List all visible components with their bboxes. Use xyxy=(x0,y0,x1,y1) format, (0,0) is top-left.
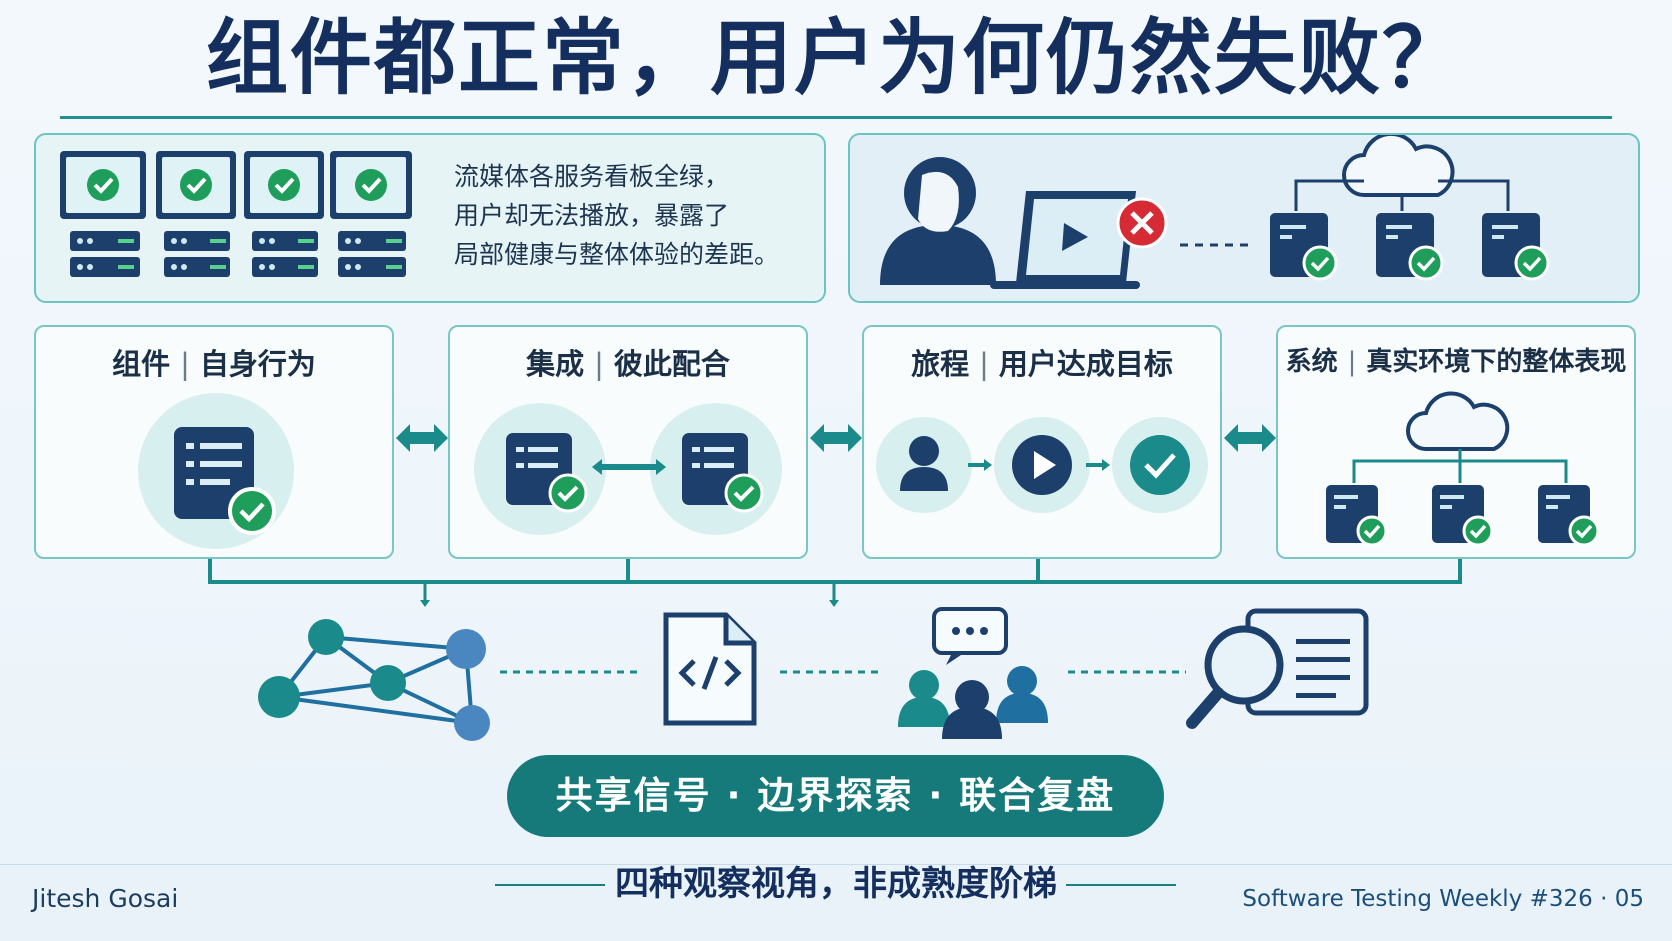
level-name: 集成 xyxy=(526,347,585,381)
server-check-icon xyxy=(1482,213,1550,281)
system-illustration xyxy=(1326,391,1600,547)
server-check-icon xyxy=(1376,213,1444,281)
user-icon xyxy=(900,436,948,491)
search-document-icon xyxy=(1186,608,1369,729)
intro-line: 用户却无法播放，暴露了 xyxy=(454,201,730,230)
document-check-icon xyxy=(174,427,276,535)
double-arrow-icon xyxy=(810,424,862,452)
network-graph-icon xyxy=(258,619,490,741)
level-desc: 用户达成目标 xyxy=(998,347,1173,381)
intro-line: 流媒体各服务看板全绿， xyxy=(454,162,730,191)
journey-illustration xyxy=(876,417,1208,513)
double-arrow-icon xyxy=(1224,424,1276,452)
monitor-check-icon xyxy=(244,151,324,277)
level-card-integration: 集成|彼此配合 xyxy=(448,325,808,559)
bottom-title-rule-left xyxy=(495,884,605,886)
monitor-check-icon xyxy=(156,151,236,277)
level-card-system: 系统|真实环境下的整体表现 xyxy=(1276,325,1636,559)
code-file-icon xyxy=(663,612,757,726)
error-x-icon xyxy=(1116,197,1168,249)
play-icon xyxy=(1012,435,1072,495)
bidirectional-arrow-icon xyxy=(592,459,666,475)
user-failure-illustration xyxy=(880,135,1550,289)
cloud-icon xyxy=(1406,391,1510,451)
server-check-icon xyxy=(1432,485,1494,547)
integration-illustration xyxy=(474,403,782,535)
card-title: 集成|彼此配合 xyxy=(526,347,730,381)
author: Jitesh Gosai xyxy=(32,884,179,913)
monitor-check-icon xyxy=(60,151,146,277)
dashboard-icons xyxy=(60,151,412,277)
user-icon xyxy=(880,157,996,285)
level-name: 组件 xyxy=(112,347,171,381)
level-name: 旅程 xyxy=(911,347,970,381)
cloud-icon xyxy=(1342,135,1455,197)
card-title: 旅程|用户达成目标 xyxy=(911,347,1173,381)
user-failure-panel xyxy=(848,133,1640,303)
double-arrow-icon xyxy=(396,424,448,452)
intro-line: 局部健康与整体体验的差距。 xyxy=(454,240,780,269)
practices-pill: 共享信号 · 边界探索 · 联合复盘 xyxy=(507,755,1164,837)
server-check-icon xyxy=(1270,213,1338,281)
footer-divider xyxy=(0,864,1672,865)
page-title: 组件都正常，用户为何仍然失败？ xyxy=(205,11,1466,106)
card-title: 组件|自身行为 xyxy=(112,347,316,381)
title-underline xyxy=(60,116,1612,119)
practices-row xyxy=(258,607,1369,741)
intro-text: 流媒体各服务看板全绿， 用户却无法播放，暴露了 局部健康与整体体验的差距。 xyxy=(454,157,779,274)
level-card-component: 组件|自身行为 xyxy=(34,325,394,559)
server-check-icon xyxy=(1538,485,1600,547)
level-desc: 真实环境下的整体表现 xyxy=(1366,347,1627,377)
level-name: 系统 xyxy=(1285,347,1338,377)
level-card-journey: 旅程|用户达成目标 xyxy=(862,325,1222,559)
monitor-check-icon xyxy=(330,151,412,277)
level-desc: 彼此配合 xyxy=(613,347,730,381)
bottom-title-rule-right xyxy=(1066,884,1176,886)
level-desc: 自身行为 xyxy=(199,347,316,381)
component-illustration xyxy=(138,393,294,549)
server-check-icon xyxy=(1326,485,1388,547)
success-check-icon xyxy=(1130,435,1190,495)
server-check-icon xyxy=(682,433,764,513)
team-discussion-icon xyxy=(898,607,1048,739)
laptop-play-icon xyxy=(990,191,1140,289)
dashboard-panel: 流媒体各服务看板全绿， 用户却无法播放，暴露了 局部健康与整体体验的差距。 xyxy=(34,133,826,303)
card-title: 系统|真实环境下的整体表现 xyxy=(1285,347,1627,377)
bottom-title: 四种观察视角，非成熟度阶梯 xyxy=(615,864,1057,904)
server-check-icon xyxy=(506,433,588,513)
card-connectors xyxy=(208,558,1462,607)
issue-label: Software Testing Weekly #326 · 05 xyxy=(1242,886,1644,912)
